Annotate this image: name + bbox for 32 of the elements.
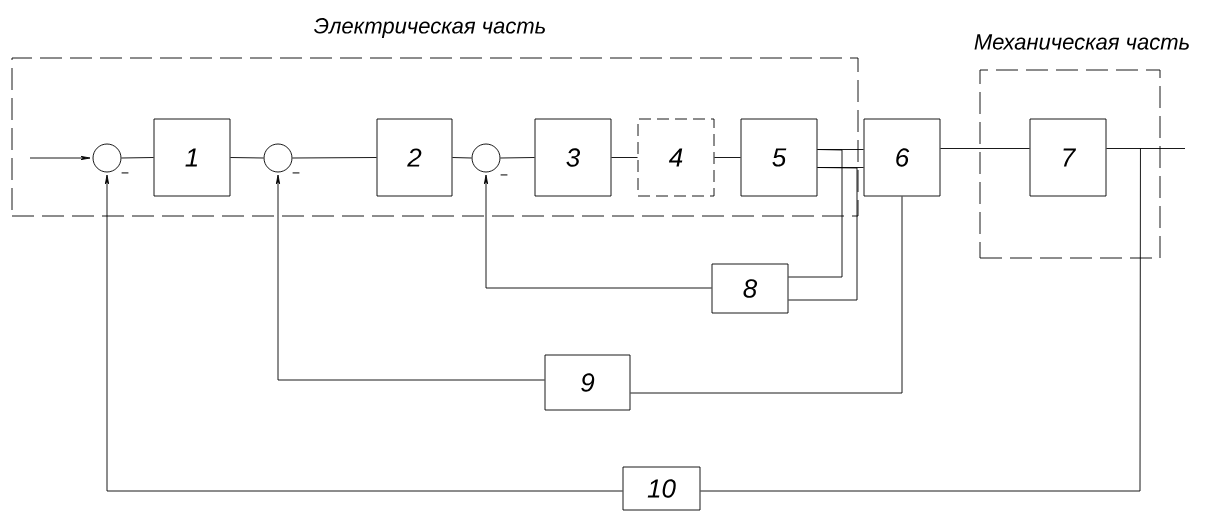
block-box: 5 [740,118,818,197]
connector [121,157,154,159]
connector [700,148,1141,492]
connector [292,157,377,159]
connector [500,157,535,159]
connector [104,174,623,492]
frame-title: Механическая часть [974,34,1189,50]
block-box: 1 [153,118,231,197]
block-box: 4 [637,118,715,197]
minus-sign: − [500,174,508,176]
connector [29,155,91,161]
connector [1106,148,1186,149]
minus-sign: − [121,172,129,174]
connector [788,149,843,278]
block-box: 10 [622,466,701,511]
block-box: 2 [376,118,453,197]
connector [230,157,264,159]
connector [452,157,472,159]
connector [714,157,741,158]
block-box: 6 [863,118,941,197]
connector [630,196,903,394]
block-box: 3 [534,118,612,197]
block-box: 8 [711,263,789,314]
block-box: 7 [1029,118,1107,197]
connector [275,174,545,381]
connector [611,157,638,158]
block-box: 9 [544,354,631,411]
frame-title: Электрическая часть [314,18,545,38]
connector [940,148,1030,149]
connector [788,167,858,301]
connector [483,174,712,289]
minus-sign: − [292,172,300,174]
